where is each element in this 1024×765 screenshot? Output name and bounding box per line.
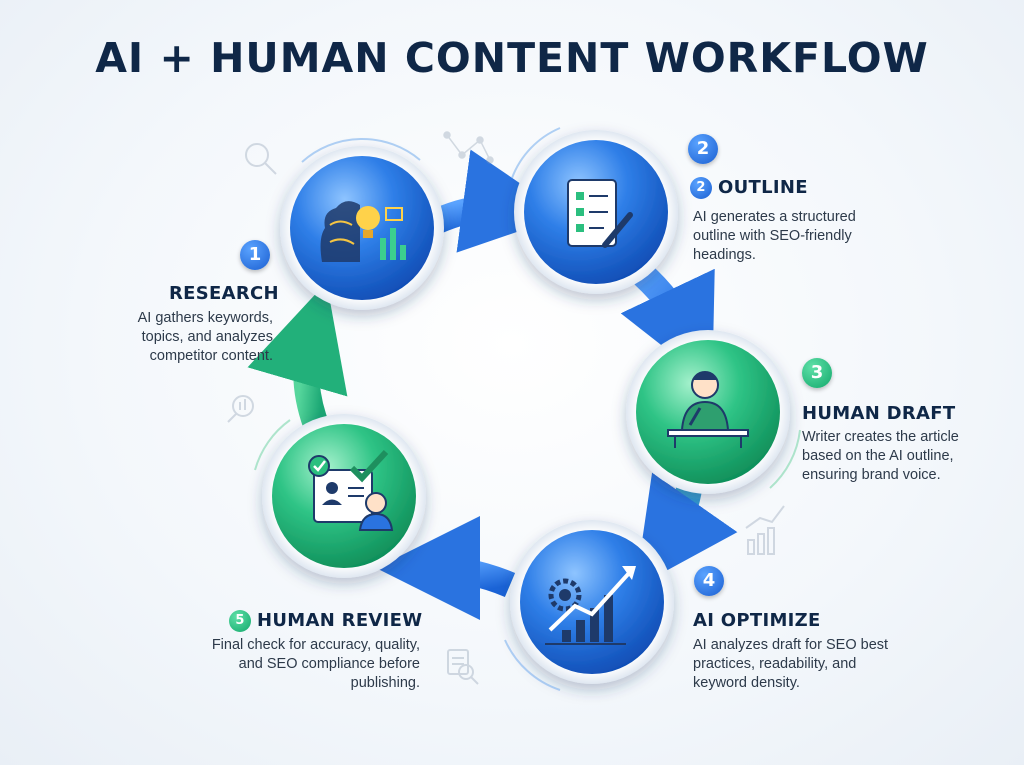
step-2-title-text: OUTLINE (718, 177, 808, 198)
step-1-number-badge: 1 (240, 240, 270, 270)
step-4-description: AI analyzes draft for SEO best practices… (693, 637, 889, 691)
step-4-title: AI OPTIMIZE (693, 610, 821, 631)
decor-document-search-icon (447, 649, 479, 685)
brain-lightbulb-chart-icon (320, 201, 406, 262)
step-5-title-text: HUMAN REVIEW (257, 610, 423, 631)
step-3-number-badge: 3 (802, 358, 832, 388)
step-1-title: RESEARCH (169, 283, 279, 304)
step-4-number-badge: 4 (694, 566, 724, 596)
step-5-title: 5 HUMAN REVIEW (229, 610, 422, 632)
decor-network-icon (443, 131, 494, 164)
decor-bar-chart-icon (745, 505, 785, 555)
step-2-description: AI generates a structured outline with S… (693, 209, 856, 263)
step-4-node (510, 520, 674, 684)
checklist-document-icon (567, 179, 633, 248)
step-2-number-badge: 2 (688, 134, 718, 164)
approval-document-person-icon (308, 449, 394, 531)
arrow-outline-to-draft (620, 262, 715, 385)
arrow-optimize-to-review (376, 516, 516, 621)
decor-search-chart-icon (227, 395, 254, 423)
step-1-description: AI gathers keywords, topics, and analyze… (137, 310, 273, 364)
writer-at-desk-icon (667, 371, 749, 448)
step-2-inline-number: 2 (690, 177, 712, 199)
step-5-inline-number: 5 (229, 610, 251, 632)
step-3-description: Writer creates the article based on the … (802, 429, 959, 483)
step-5-description: Final check for accuracy, quality, and S… (211, 637, 420, 691)
gear-growth-chart-icon (545, 566, 636, 645)
step-2-title: 2 OUTLINE (690, 177, 808, 199)
step-3-title: HUMAN DRAFT (802, 403, 956, 424)
arrow-research-to-outline (429, 149, 567, 253)
decor-magnifier-icon (245, 143, 277, 175)
page-title: AI + HUMAN CONTENT WORKFLOW (95, 34, 929, 82)
arrow-review-to-research (247, 282, 348, 435)
